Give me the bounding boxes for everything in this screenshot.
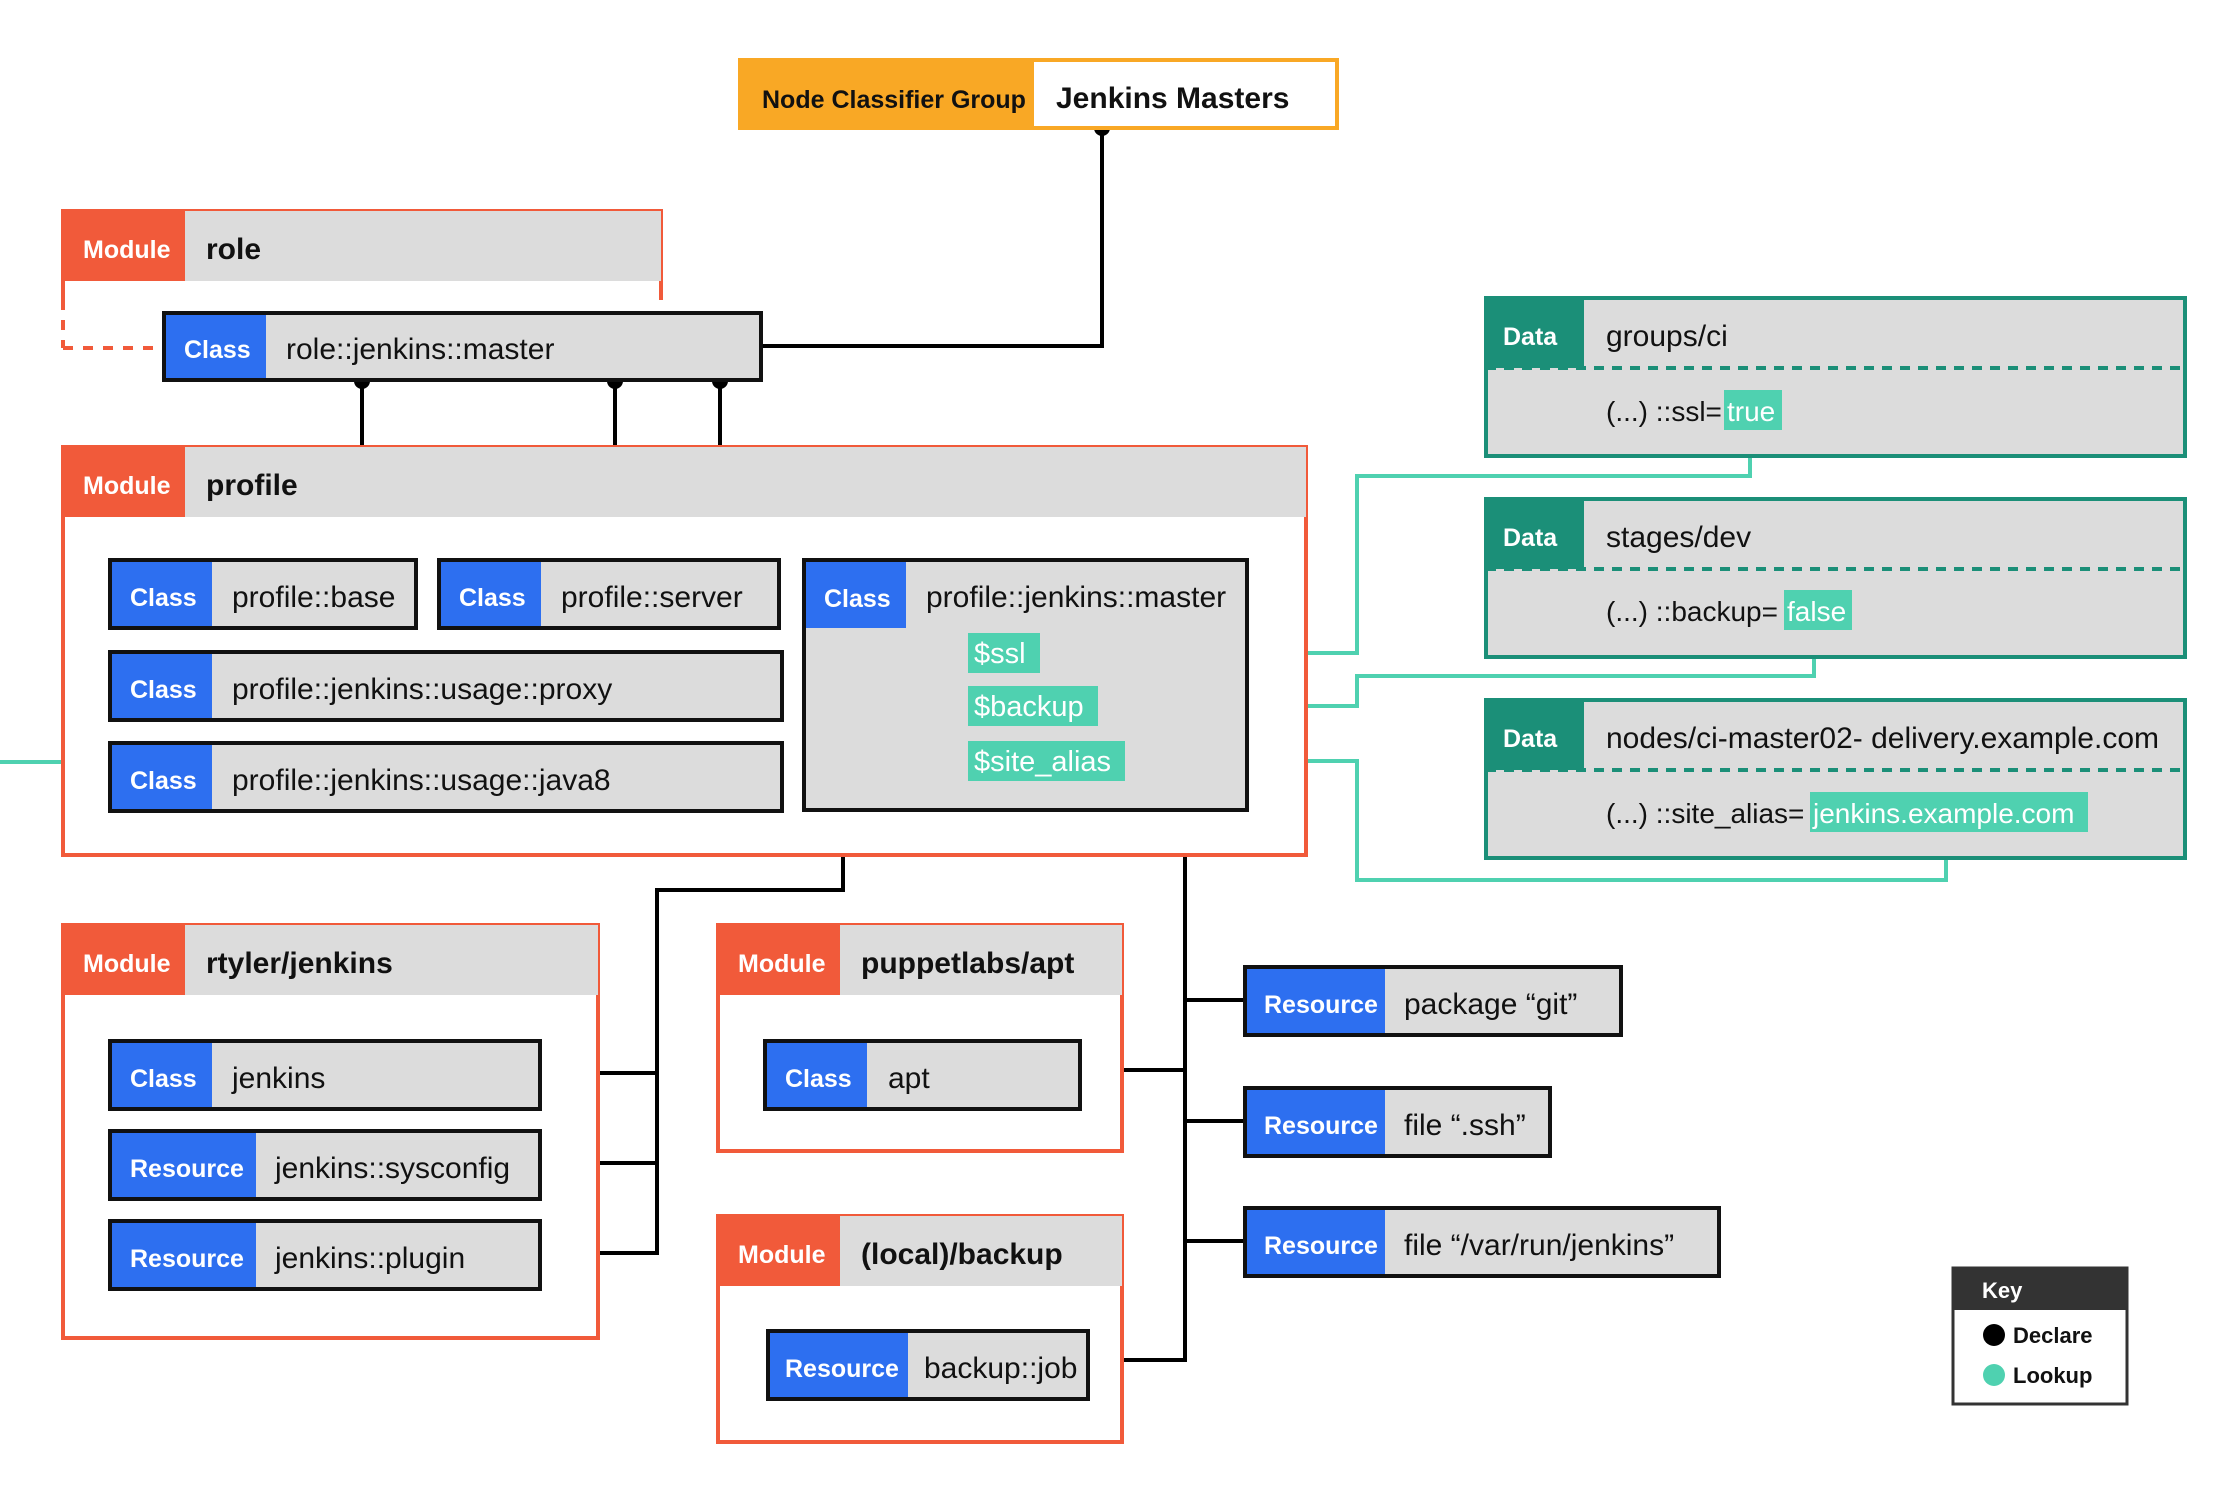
- resource-tag: Resource: [130, 1155, 244, 1183]
- param-backup-label: $backup: [974, 691, 1084, 723]
- class-tag: Class: [785, 1065, 852, 1093]
- resource-tag: Resource: [130, 1245, 244, 1273]
- node-classifier-group[interactable]: Node Classifier Group Jenkins Masters: [738, 58, 1339, 130]
- class-tag: Class: [130, 584, 197, 612]
- group-to-role-line: [763, 128, 1104, 348]
- module-tag: Module: [738, 950, 826, 978]
- resource-jenkins-sysconfig[interactable]: Resource jenkins::sysconfig: [108, 1129, 542, 1201]
- legend-lookup-label: Lookup: [2013, 1363, 2092, 1388]
- module-puppetlabs-apt[interactable]: Module puppetlabs/apt: [716, 923, 1124, 1153]
- legend-declare-label: Declare: [2013, 1323, 2093, 1348]
- module-tag: Module: [83, 950, 171, 978]
- data-ci-value: true: [1727, 396, 1775, 427]
- module-rtyler-name: rtyler/jenkins: [206, 947, 393, 980]
- resource-backup-job-name: backup::job: [924, 1352, 1077, 1385]
- data-ci-key: (...) ::ssl=: [1606, 396, 1722, 427]
- class-jenkins[interactable]: Class jenkins: [108, 1039, 542, 1111]
- data-tag: Data: [1503, 524, 1558, 552]
- data-dev-value: false: [1787, 596, 1846, 627]
- resource-tag: Resource: [1264, 1112, 1378, 1140]
- resource-pkg-git-name: package “git”: [1404, 988, 1577, 1021]
- data-tag: Data: [1503, 725, 1558, 753]
- legend-declare-swatch: [1983, 1324, 2005, 1346]
- resource-package-git[interactable]: Resource package “git”: [1243, 965, 1623, 1037]
- module-local-backup[interactable]: Module (local)/backup: [716, 1214, 1124, 1444]
- data-dev-value-highlight: [1784, 590, 1852, 630]
- class-tag: Class: [184, 336, 251, 364]
- data-node-value-highlight: [1810, 792, 2088, 832]
- class-profile-server[interactable]: Class profile::server: [437, 558, 781, 630]
- data-ci-value-highlight: [1724, 390, 1782, 430]
- class-profile-base-name: profile::base: [232, 581, 395, 614]
- data-stages-dev[interactable]: Data stages/dev (...) ::backup= false: [1484, 497, 2187, 659]
- resource-file-var-run-jenkins[interactable]: Resource file “/var/run/jenkins”: [1243, 1206, 1721, 1278]
- module-apt-name: puppetlabs/apt: [861, 947, 1074, 980]
- class-usage-java8-name: profile::jenkins::usage::java8: [232, 764, 611, 797]
- data-tag: Data: [1503, 323, 1558, 351]
- class-role-master-name: role::jenkins::master: [286, 333, 554, 366]
- param-backup[interactable]: $backup: [968, 686, 1098, 726]
- data-node-path: nodes/ci-master02- delivery.example.com: [1606, 722, 2159, 755]
- param-ssl[interactable]: $ssl: [968, 633, 1040, 673]
- data-nodes-ci-master02[interactable]: Data nodes/ci-master02- delivery.example…: [1484, 698, 2187, 860]
- data-dev-key: (...) ::backup=: [1606, 596, 1778, 627]
- resource-tag: Resource: [1264, 991, 1378, 1019]
- class-profile-base[interactable]: Class profile::base: [108, 558, 418, 630]
- module-tag: Module: [83, 472, 171, 500]
- data-dev-path: stages/dev: [1606, 521, 1751, 554]
- class-usage-proxy[interactable]: Class profile::jenkins::usage::proxy: [108, 650, 784, 722]
- node-group-tag: Node Classifier Group: [762, 86, 1026, 114]
- class-usage-proxy-name: profile::jenkins::usage::proxy: [232, 673, 612, 706]
- resource-tag: Resource: [1264, 1232, 1378, 1260]
- resource-file-ssh-name: file “.ssh”: [1404, 1109, 1526, 1142]
- data-groups-ci[interactable]: Data groups/ci (...) ::ssl= true: [1484, 296, 2187, 458]
- class-profile-master-name: profile::jenkins::master: [926, 581, 1226, 614]
- class-apt-name: apt: [888, 1062, 930, 1095]
- module-tag: Module: [83, 236, 171, 264]
- class-apt[interactable]: Class apt: [763, 1039, 1082, 1111]
- class-tag: Class: [130, 1065, 197, 1093]
- param-ssl-label: $ssl: [974, 638, 1026, 670]
- class-tag: Class: [459, 584, 526, 612]
- class-profile-server-name: profile::server: [561, 581, 743, 614]
- module-tag: Module: [738, 1241, 826, 1269]
- data-ci-path: groups/ci: [1606, 320, 1728, 353]
- resource-file-run-name: file “/var/run/jenkins”: [1404, 1229, 1674, 1262]
- resource-jenkins-plugin[interactable]: Resource jenkins::plugin: [108, 1219, 542, 1291]
- class-usage-java8[interactable]: Class profile::jenkins::usage::java8: [108, 741, 784, 813]
- resource-tag: Resource: [785, 1355, 899, 1383]
- class-tag: Class: [130, 676, 197, 704]
- class-tag: Class: [130, 767, 197, 795]
- legend-title: Key: [1982, 1278, 2023, 1303]
- module-profile-name: profile: [206, 469, 298, 502]
- master-to-rtyler-line: [540, 810, 845, 1255]
- resource-sysconfig-name: jenkins::sysconfig: [274, 1152, 510, 1185]
- resource-backup-job[interactable]: Resource backup::job: [766, 1329, 1090, 1401]
- module-backup-name: (local)/backup: [861, 1238, 1063, 1271]
- resource-file-ssh[interactable]: Resource file “.ssh”: [1243, 1086, 1552, 1158]
- param-site-alias-label: $site_alias: [974, 746, 1111, 778]
- legend: Key Declare Lookup: [1951, 1266, 2129, 1406]
- module-role[interactable]: Module role: [61, 209, 663, 350]
- legend-lookup-swatch: [1983, 1364, 2005, 1386]
- class-tag: Class: [824, 585, 891, 613]
- data-node-key: (...) ::site_alias=: [1606, 798, 1804, 829]
- data-node-value: jenkins.example.com: [1812, 798, 2074, 829]
- param-site-alias[interactable]: $site_alias: [968, 741, 1125, 781]
- class-jenkins-name: jenkins: [231, 1062, 325, 1095]
- node-group-name: Jenkins Masters: [1056, 82, 1289, 115]
- resource-plugin-name: jenkins::plugin: [274, 1242, 465, 1275]
- class-role-jenkins-master[interactable]: Class role::jenkins::master: [162, 311, 763, 382]
- module-role-name: role: [206, 233, 261, 266]
